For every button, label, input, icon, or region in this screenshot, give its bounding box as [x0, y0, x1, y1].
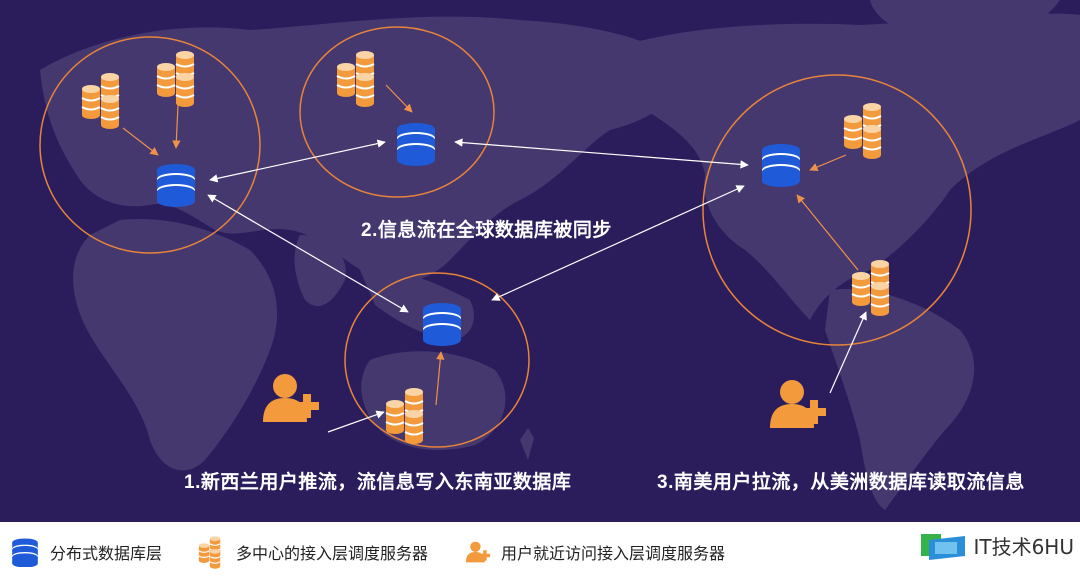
user-add-icon: [465, 541, 491, 563]
world-map: [40, 0, 1080, 510]
legend-db-label: 分布式数据库层: [50, 546, 163, 563]
legend: 分布式数据库层 多中心的接入层调度服务器 用户就近访问接入层调度服务器 IT技术…: [0, 522, 1080, 580]
continent-greenland: [870, 0, 1060, 41]
access-arrow-na: [809, 154, 847, 171]
caption-pull: 3.南美用户拉流，从美洲数据库读取流信息: [657, 472, 1025, 493]
access-arrow-eu-2: [172, 104, 181, 149]
database-icon: [762, 144, 800, 187]
region-circle-southeast-asia: [344, 272, 530, 448]
legend-user-label: 用户就近访问接入层调度服务器: [501, 546, 726, 563]
server-stack-icon: [196, 535, 226, 569]
access-arrow-sea: [435, 351, 445, 406]
user-add-icon: [770, 380, 828, 428]
legend-item-access: 多中心的接入层调度服务器: [196, 538, 428, 566]
access-arrow-eu-1: [122, 127, 159, 156]
user-add-icon: [263, 374, 321, 422]
continent-new-zealand: [520, 428, 534, 460]
caption-push: 1.新西兰用户推流，流信息写入东南亚数据库: [184, 472, 572, 493]
continent-north-america: [589, 13, 1080, 320]
caption-sync: 2.信息流在全球数据库被同步: [361, 220, 612, 241]
sync-arrow-eastasia-americas: [454, 138, 749, 169]
sync-arrow-europe-seasia: [207, 194, 409, 313]
watermark-text: IT技术6HU: [973, 534, 1074, 559]
database-icon: [12, 538, 38, 567]
world-map-diagram: [39, 0, 1080, 510]
database-icon: [397, 123, 435, 166]
legend-item-user: 用户就近访问接入层调度服务器: [465, 538, 725, 566]
legend-access-label: 多中心的接入层调度服务器: [236, 546, 429, 563]
push-arrow-user-nz: [327, 410, 385, 433]
access-arrow-sa: [796, 194, 859, 271]
continent-south-america: [825, 289, 975, 510]
access-arrow-ea: [385, 84, 413, 113]
legend-item-db: 分布式数据库层: [10, 538, 163, 567]
database-icon: [157, 164, 195, 207]
continent-africa: [73, 219, 278, 471]
watermark-logo-icon: [921, 534, 966, 560]
sync-arrow-europe-eastasia: [209, 139, 386, 183]
database-icon: [423, 303, 461, 346]
watermark: IT技术6HU: [919, 530, 1074, 560]
pull-arrow-user-sa: [829, 311, 867, 394]
sync-arrow-seasia-americas: [491, 185, 745, 301]
